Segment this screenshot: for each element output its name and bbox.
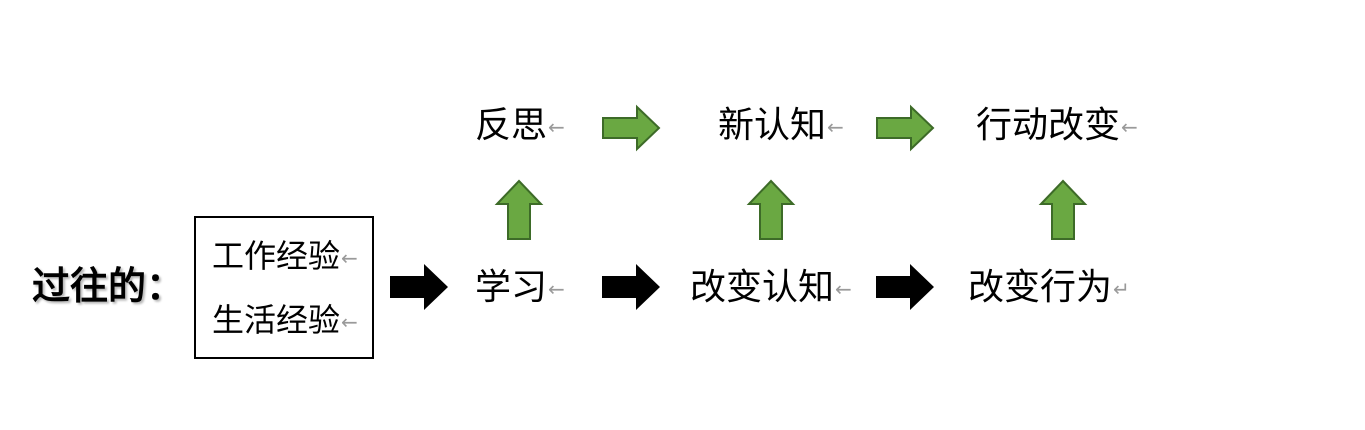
paragraph-mark-icon: ← xyxy=(548,277,565,301)
learn-node: 学习← xyxy=(475,268,565,309)
paragraph-mark-icon: ← xyxy=(548,115,565,139)
green-right-arrow-icon xyxy=(876,104,935,152)
new-cognition-text: 新认知 xyxy=(718,105,827,146)
past-label: 过往的： xyxy=(32,264,185,308)
black-right-arrow-icon xyxy=(602,264,660,310)
green-up-arrow-icon xyxy=(494,179,544,240)
green-right-arrow-icon xyxy=(602,104,661,152)
paragraph-mark-icon: ← xyxy=(341,310,358,334)
action-change-node: 行动改变← xyxy=(976,106,1138,147)
return-mark-icon: ↵ xyxy=(1113,277,1130,301)
change-cognition-node: 改变认知← xyxy=(690,268,852,309)
change-behavior-node: 改变行为↵ xyxy=(968,268,1130,309)
green-up-arrow-icon xyxy=(746,179,796,240)
reflect-text: 反思 xyxy=(475,105,548,146)
learn-text: 学习 xyxy=(475,267,548,308)
new-cognition-node: 新认知← xyxy=(718,106,844,147)
experience-box: 工作经验← 生活经验← xyxy=(194,216,374,359)
work-experience-item: 工作经验← xyxy=(212,238,358,276)
reflect-node: 反思← xyxy=(475,106,565,147)
black-right-arrow-icon xyxy=(390,264,448,310)
paragraph-mark-icon: ← xyxy=(341,246,358,270)
work-experience-text: 工作经验 xyxy=(212,237,341,275)
paragraph-mark-icon: ← xyxy=(1121,115,1138,139)
green-up-arrow-icon xyxy=(1038,179,1088,240)
life-experience-item: 生活经验← xyxy=(212,302,358,340)
paragraph-mark-icon: ← xyxy=(835,277,852,301)
change-behavior-text: 改变行为 xyxy=(968,267,1113,308)
paragraph-mark-icon: ← xyxy=(827,115,844,139)
change-cognition-text: 改变认知 xyxy=(690,267,835,308)
black-right-arrow-icon xyxy=(876,264,934,310)
action-change-text: 行动改变 xyxy=(976,105,1121,146)
life-experience-text: 生活经验 xyxy=(212,301,341,339)
